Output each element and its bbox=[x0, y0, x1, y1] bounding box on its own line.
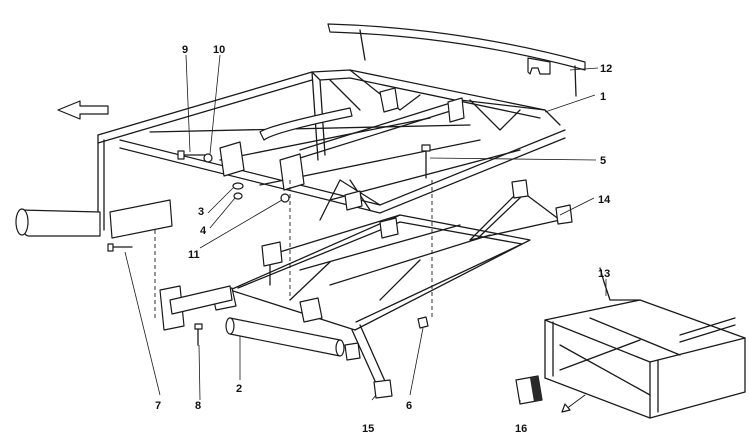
part-1-upper-frame bbox=[97, 69, 566, 231]
callout-3: 3 bbox=[198, 206, 204, 218]
direction-arrow-icon bbox=[57, 100, 109, 120]
callout-16: 16 bbox=[515, 423, 527, 435]
callout-labels: 1 2 3 4 5 6 7 8 9 10 11 12 13 14 15 16 bbox=[155, 44, 612, 435]
callout-13: 13 bbox=[598, 268, 610, 280]
nut-part-6 bbox=[417, 316, 429, 329]
nut-part-10 bbox=[203, 153, 213, 163]
part-15-leg-bracket bbox=[344, 324, 393, 399]
bolt-part-8 bbox=[194, 323, 203, 346]
bolt-part-7 bbox=[107, 243, 133, 252]
part-16-small-bracket bbox=[515, 375, 543, 405]
callout-8: 8 bbox=[195, 400, 201, 412]
callout-4: 4 bbox=[200, 225, 207, 237]
alignment-lines bbox=[154, 180, 433, 320]
part-2-cross-tube bbox=[225, 317, 345, 357]
nut-part-11 bbox=[280, 193, 290, 203]
left-mount-bracket bbox=[159, 285, 233, 331]
leader-lines bbox=[124, 54, 607, 404]
part-13-subframe bbox=[544, 267, 746, 419]
arrow-icon bbox=[561, 394, 586, 413]
nut-part-4 bbox=[233, 192, 243, 200]
callout-15: 15 bbox=[362, 423, 374, 435]
callout-10: 10 bbox=[213, 44, 225, 56]
callout-12: 12 bbox=[600, 63, 612, 75]
washer-part-3 bbox=[232, 182, 244, 190]
callout-6: 6 bbox=[406, 400, 412, 412]
callout-14: 14 bbox=[598, 194, 611, 206]
callout-11: 11 bbox=[188, 249, 200, 261]
callout-9: 9 bbox=[182, 44, 188, 56]
callout-5: 5 bbox=[600, 155, 606, 167]
callout-1: 1 bbox=[600, 91, 606, 103]
lower-frame bbox=[211, 214, 531, 331]
callout-2: 2 bbox=[236, 383, 242, 395]
part-12-rear-bar bbox=[327, 23, 586, 97]
bolt-part-9 bbox=[177, 150, 207, 160]
bolt-part-5 bbox=[421, 144, 431, 179]
callout-7: 7 bbox=[155, 400, 161, 412]
part-14-bracket bbox=[469, 179, 573, 241]
front-tube bbox=[15, 199, 173, 239]
